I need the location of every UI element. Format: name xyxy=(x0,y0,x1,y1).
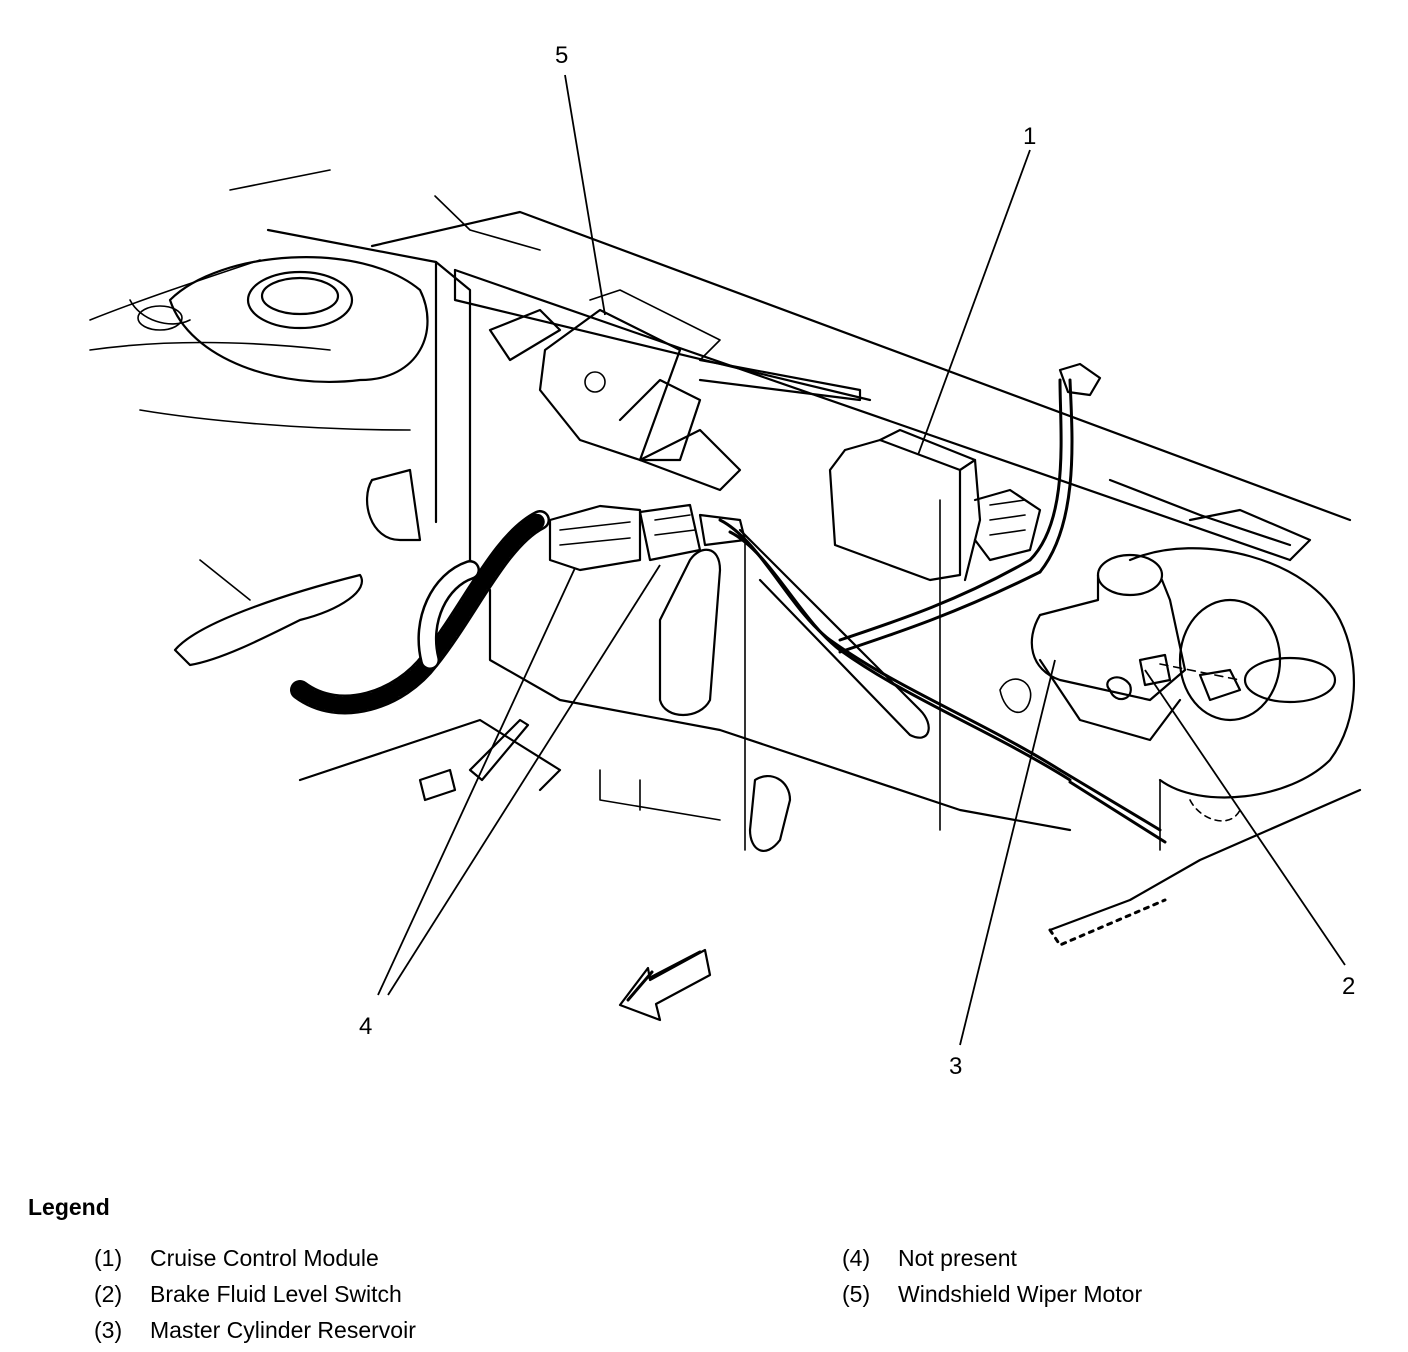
windshield-wiper-motor xyxy=(488,289,862,492)
legend-title: Legend xyxy=(28,1194,110,1220)
right-fender xyxy=(939,478,1362,947)
legend-item-label: Not present xyxy=(898,1245,1017,1271)
callout-2: 2 xyxy=(1342,973,1356,1000)
cowl-panel xyxy=(229,169,1352,562)
legend-item-1: (1) Cruise Control Module xyxy=(94,1247,379,1270)
legend-item-number: (3) xyxy=(94,1317,123,1343)
callout-5: 5 xyxy=(555,42,569,69)
legend-item-4: (4) Not present xyxy=(842,1247,1017,1270)
legend-item-3: (3) Master Cylinder Reservoir xyxy=(94,1319,416,1342)
legend-item-number: (2) xyxy=(94,1281,123,1307)
strut-tower xyxy=(89,256,429,431)
callout-leaders xyxy=(377,74,1346,1046)
legend-item-5: (5) Windshield Wiper Motor xyxy=(842,1283,1142,1306)
engine-compartment-diagram xyxy=(89,74,1362,1046)
legend-item-label: Cruise Control Module xyxy=(150,1245,379,1271)
callout-4: 4 xyxy=(359,1013,373,1040)
legend-item-label: Brake Fluid Level Switch xyxy=(150,1281,402,1307)
master-cylinder-reservoir xyxy=(999,547,1356,799)
fender-brackets xyxy=(173,468,562,802)
harness-connectors xyxy=(548,503,747,572)
cruise-control-module xyxy=(828,362,1102,582)
wire-harness xyxy=(290,378,1167,844)
firewall-lower xyxy=(468,528,1072,852)
legend-item-label: Windshield Wiper Motor xyxy=(898,1281,1143,1307)
component-illustration xyxy=(89,74,1362,1046)
forward-direction-arrow xyxy=(618,948,712,1022)
legend-item-number: (4) xyxy=(842,1245,871,1271)
callout-3: 3 xyxy=(949,1053,963,1080)
callout-1: 1 xyxy=(1023,123,1037,150)
legend-item-number: (5) xyxy=(842,1281,871,1307)
legend-item-number: (1) xyxy=(94,1245,123,1271)
legend-item-label: Master Cylinder Reservoir xyxy=(150,1317,416,1343)
legend-item-2: (2) Brake Fluid Level Switch xyxy=(94,1283,402,1306)
